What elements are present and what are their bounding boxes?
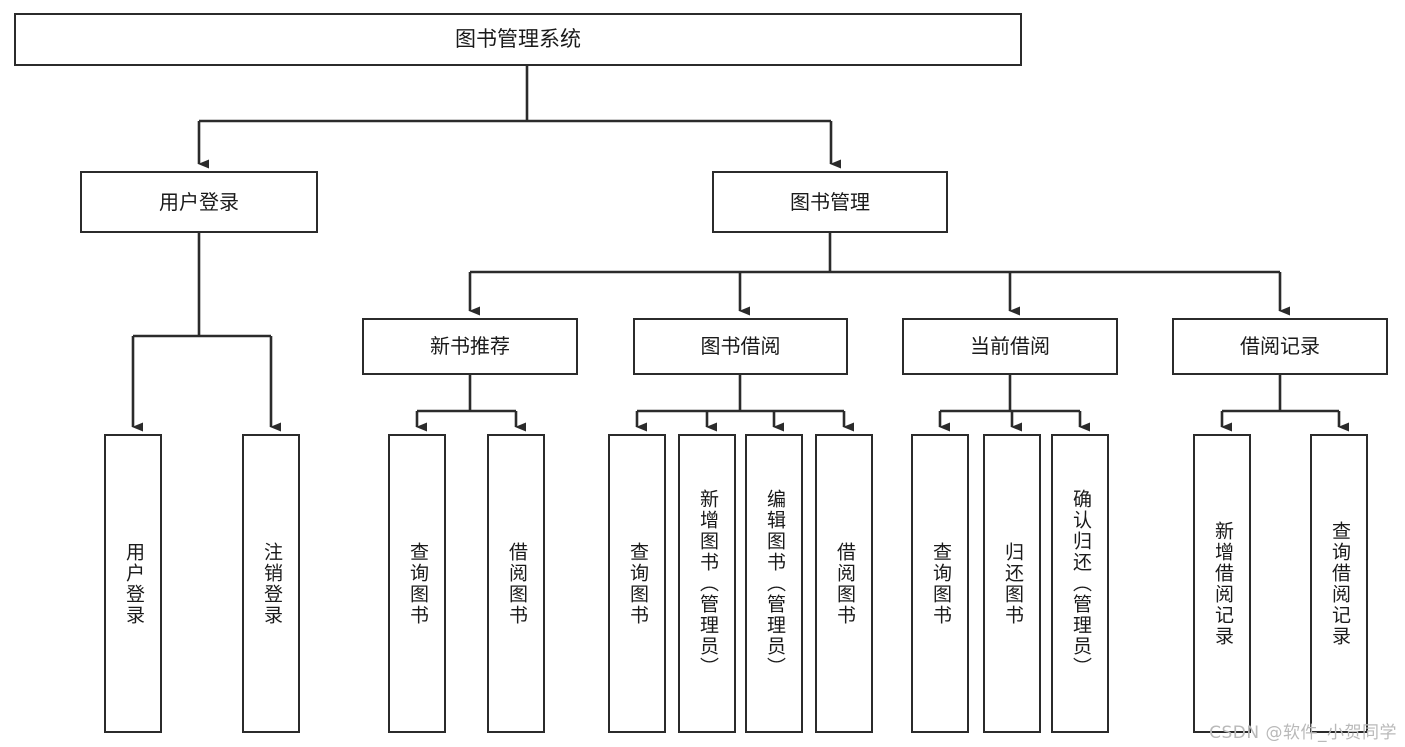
node-current-borrow-label: 当前借阅 [970, 334, 1050, 358]
node-new-book-rec[interactable]: 新书推荐 [362, 318, 578, 375]
node-leaf-user-logout-label: 注销登录 [260, 541, 283, 626]
node-leaf-user-logout[interactable]: 注销登录 [242, 434, 300, 733]
node-user-login-label: 用户登录 [159, 189, 239, 214]
node-book-manage-label: 图书管理 [790, 189, 870, 214]
node-leaf-borrow-book-2-label: 借阅图书 [833, 541, 856, 626]
node-leaf-query-book-2[interactable]: 查询图书 [608, 434, 666, 733]
node-leaf-query-record[interactable]: 查询借阅记录 [1310, 434, 1368, 733]
node-root[interactable]: 图书管理系统 [14, 13, 1022, 66]
node-leaf-query-book-2-label: 查询图书 [626, 541, 649, 626]
node-leaf-user-login-label: 用户登录 [122, 541, 145, 626]
node-leaf-user-login[interactable]: 用户登录 [104, 434, 162, 733]
node-book-borrow[interactable]: 图书借阅 [633, 318, 848, 375]
node-leaf-edit-book-label: 编辑图书（管理员） [763, 489, 786, 678]
node-new-book-rec-label: 新书推荐 [430, 334, 510, 358]
node-leaf-add-record[interactable]: 新增借阅记录 [1193, 434, 1251, 733]
node-borrow-record-label: 借阅记录 [1240, 334, 1320, 358]
node-leaf-borrow-book-2[interactable]: 借阅图书 [815, 434, 873, 733]
node-leaf-confirm-return[interactable]: 确认归还（管理员） [1051, 434, 1109, 733]
node-leaf-borrow-book-1[interactable]: 借阅图书 [487, 434, 545, 733]
node-leaf-query-book-3[interactable]: 查询图书 [911, 434, 969, 733]
node-leaf-add-record-label: 新增借阅记录 [1211, 520, 1234, 647]
node-leaf-return-book[interactable]: 归还图书 [983, 434, 1041, 733]
node-user-login[interactable]: 用户登录 [80, 171, 318, 233]
node-current-borrow[interactable]: 当前借阅 [902, 318, 1118, 375]
node-borrow-record[interactable]: 借阅记录 [1172, 318, 1388, 375]
node-book-manage[interactable]: 图书管理 [712, 171, 948, 233]
node-leaf-query-record-label: 查询借阅记录 [1328, 520, 1351, 647]
node-leaf-query-book-3-label: 查询图书 [929, 541, 952, 626]
node-leaf-query-book-1[interactable]: 查询图书 [388, 434, 446, 733]
node-leaf-add-book[interactable]: 新增图书（管理员） [678, 434, 736, 733]
node-leaf-borrow-book-1-label: 借阅图书 [505, 541, 528, 626]
node-book-borrow-label: 图书借阅 [700, 334, 781, 358]
watermark: CSDN @软件_小贺同学 [1209, 723, 1397, 743]
node-leaf-return-book-label: 归还图书 [1001, 541, 1024, 626]
node-leaf-query-book-1-label: 查询图书 [406, 541, 429, 626]
node-leaf-edit-book[interactable]: 编辑图书（管理员） [745, 434, 803, 733]
node-leaf-confirm-return-label: 确认归还（管理员） [1069, 489, 1092, 678]
node-root-label: 图书管理系统 [455, 27, 581, 52]
node-leaf-add-book-label: 新增图书（管理员） [696, 489, 719, 678]
